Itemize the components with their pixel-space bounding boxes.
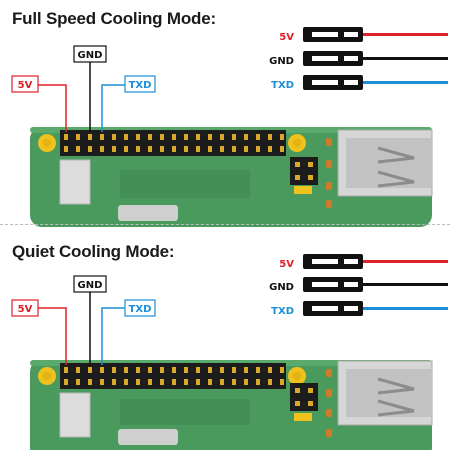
board-connector — [118, 429, 178, 445]
wire-label-gnd: GND — [269, 56, 294, 67]
callout-box-gnd — [73, 45, 107, 63]
gpio-header — [60, 363, 286, 389]
gpio-pins-row-bottom — [64, 146, 284, 152]
board-pads — [326, 138, 332, 208]
usb-port — [337, 360, 433, 426]
section-divider — [0, 224, 450, 225]
callout-box-5v — [11, 75, 39, 93]
mount-hole-right-inner — [292, 371, 302, 381]
callout-box-gnd — [73, 275, 107, 293]
section-title: Full Speed Cooling Mode: — [12, 9, 216, 28]
callout-label-txd: TXD — [129, 80, 152, 91]
wire-txd: TXD — [271, 75, 448, 91]
small-header — [290, 383, 318, 421]
mount-hole-left-inner — [42, 138, 52, 148]
board-area — [120, 170, 250, 198]
callout-box-txd — [124, 75, 156, 93]
diagram-quiet: 5V GND TXD 5V GND TXD — [11, 254, 448, 450]
wire-gnd: GND — [269, 277, 448, 293]
callout-line-5v — [37, 84, 67, 132]
wire-5v: 5V — [279, 254, 448, 270]
board-pads — [326, 369, 332, 437]
wire-label-txd: TXD — [271, 306, 294, 317]
mount-hole-left-inner — [42, 371, 52, 381]
callout-label-5v: 5V — [18, 304, 33, 315]
callout-box-txd — [124, 299, 156, 317]
wire-label-gnd: GND — [269, 282, 294, 293]
board-area — [120, 399, 250, 425]
small-header — [290, 157, 318, 194]
mount-hole-right-inner — [292, 138, 302, 148]
board-chip-left — [59, 159, 91, 205]
wire-gnd: GND — [269, 51, 448, 67]
gpio-pins-row-top — [64, 367, 284, 373]
wire-5v: 5V — [279, 27, 448, 43]
callout-label-txd: TXD — [129, 304, 152, 315]
callout-line-txd — [101, 307, 125, 365]
board-connector — [118, 205, 178, 221]
callout-line-5v — [37, 307, 67, 365]
section-title: Quiet Cooling Mode: — [12, 242, 175, 261]
wire-label-5v: 5V — [279, 32, 294, 43]
gpio-header — [60, 130, 286, 156]
callout-line-txd — [101, 84, 125, 132]
board-chip-left — [59, 392, 91, 438]
gpio-pins-row-top — [64, 134, 284, 140]
usb-port — [337, 129, 433, 197]
diagram-full-speed: 5V GND TXD 5V GND TXD — [11, 27, 448, 227]
callout-label-gnd: GND — [78, 50, 103, 61]
full-speed-section: Full Speed Cooling Mode: — [0, 0, 450, 227]
callout-label-gnd: GND — [78, 280, 103, 291]
quiet-section: Quiet Cooling Mode: — [0, 233, 450, 450]
gpio-pins-row-bottom — [64, 379, 284, 385]
wire-label-5v: 5V — [279, 259, 294, 270]
wire-label-txd: TXD — [271, 80, 294, 91]
wire-txd: TXD — [271, 301, 448, 317]
callout-label-5v: 5V — [18, 80, 33, 91]
callout-box-5v — [11, 299, 39, 317]
